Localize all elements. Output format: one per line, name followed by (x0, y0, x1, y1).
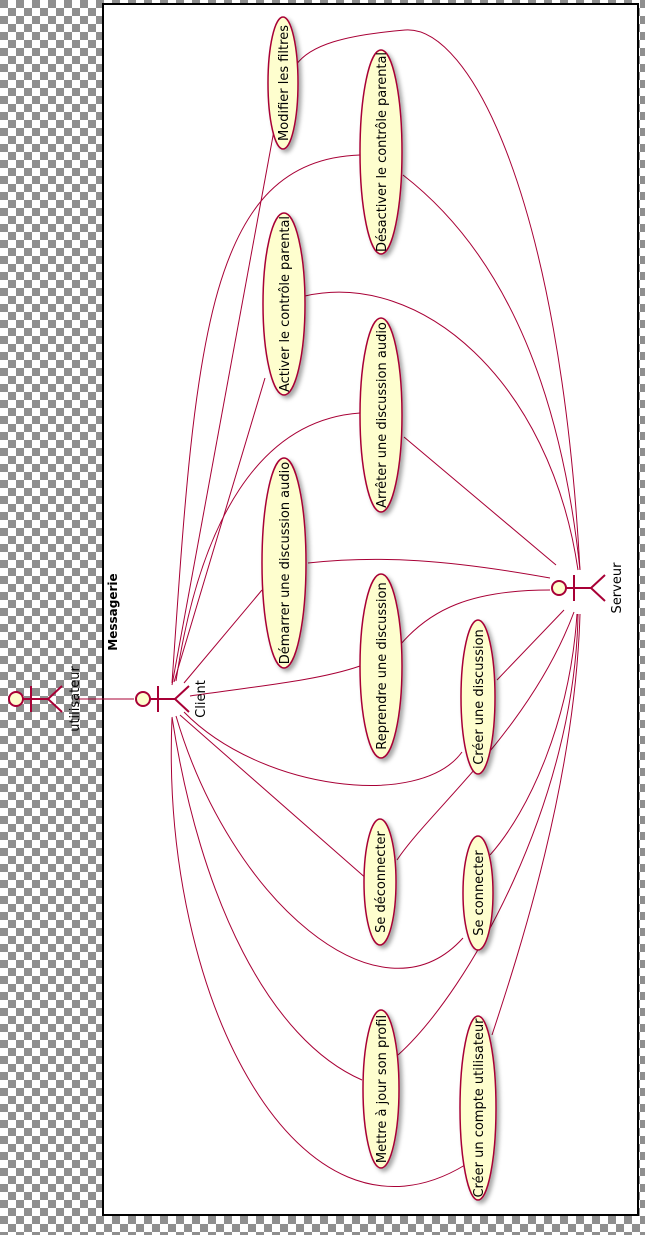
use-case-label: Modifier les filtres (277, 25, 292, 141)
use-case-label: Arrêter une discussion audio (375, 322, 390, 508)
assoc-client-arreter (175, 412, 361, 682)
assoc-client-reprendre (189, 665, 361, 697)
assoc-server-desactiver (402, 174, 581, 571)
assoc-server-connecter (489, 613, 578, 856)
actor-label-client: Client (194, 680, 209, 718)
use-case-label: Créer un compte utilisateur (472, 1018, 487, 1198)
assoc-server-modifier-filtres (295, 29, 581, 571)
use-case-reprendre-discussion[interactable]: Reprendre une discussion (359, 573, 403, 759)
assoc-client-activer (173, 377, 266, 683)
actor-client[interactable] (135, 685, 190, 713)
assoc-client-deconnecter (179, 714, 369, 881)
actor-head-icon (8, 691, 24, 707)
use-case-label: Se déconnecter (374, 830, 389, 932)
use-case-label: Se connecter (472, 850, 487, 936)
use-case-label: Démarrer une discussion audio (278, 462, 293, 664)
actor-head-icon (135, 691, 151, 707)
assoc-client-mettre-a-jour (171, 716, 363, 1081)
use-case-label: Reprendre une discussion (375, 582, 390, 749)
assoc-server-demarrer (307, 558, 551, 579)
use-case-activer-controle[interactable]: Activer le contrôle parental (262, 212, 306, 396)
use-case-creer-compte[interactable]: Créer un compte utilisateur (459, 1015, 497, 1201)
assoc-server-activer (304, 291, 579, 571)
use-case-demarrer-audio[interactable]: Démarrer une discussion audio (261, 457, 307, 669)
system-title: Messagerie (106, 573, 120, 650)
assoc-client-demarrer (183, 589, 263, 684)
assoc-server-creer-discussion (496, 609, 565, 681)
use-case-se-deconnecter[interactable]: Se déconnecter (363, 818, 397, 946)
actor-head-icon (551, 580, 567, 596)
use-case-se-connecter[interactable]: Se connecter (462, 835, 494, 951)
association-lines (75, 29, 581, 1188)
use-case-creer-discussion[interactable]: Créer une discussion (460, 619, 496, 775)
use-case-mettre-a-jour-profil[interactable]: Mettre à jour son profil (362, 1009, 400, 1169)
use-case-arreter-audio[interactable]: Arrêter une discussion audio (359, 317, 403, 513)
assoc-client-desactiver (171, 154, 361, 684)
assoc-server-arreter (403, 436, 557, 566)
actor-label-utilisateur: utilisateur (68, 666, 83, 732)
assoc-client-creer-discussion (183, 711, 463, 786)
actor-serveur[interactable] (551, 574, 606, 602)
assoc-client-modifier-filtres (171, 124, 276, 686)
assoc-server-reprendre (399, 589, 551, 646)
assoc-client-creer-compte (170, 717, 466, 1188)
use-case-desactiver-controle[interactable]: Désactiver le contrôle parental (359, 49, 403, 255)
use-case-label: Créer une discussion (472, 629, 487, 765)
use-case-modifier-filtres[interactable]: Modifier les filtres (267, 16, 299, 150)
actor-utilisateur[interactable] (8, 685, 63, 713)
assoc-server-mettre-a-jour (397, 613, 579, 1056)
use-case-label: Mettre à jour son profil (375, 1015, 390, 1163)
use-case-label: Désactiver le contrôle parental (375, 52, 390, 252)
actor-label-serveur: Serveur (610, 562, 625, 614)
use-case-label: Activer le contrôle parental (278, 216, 293, 392)
assoc-client-connecter (175, 715, 464, 969)
assoc-server-creer-compte (491, 613, 581, 1036)
